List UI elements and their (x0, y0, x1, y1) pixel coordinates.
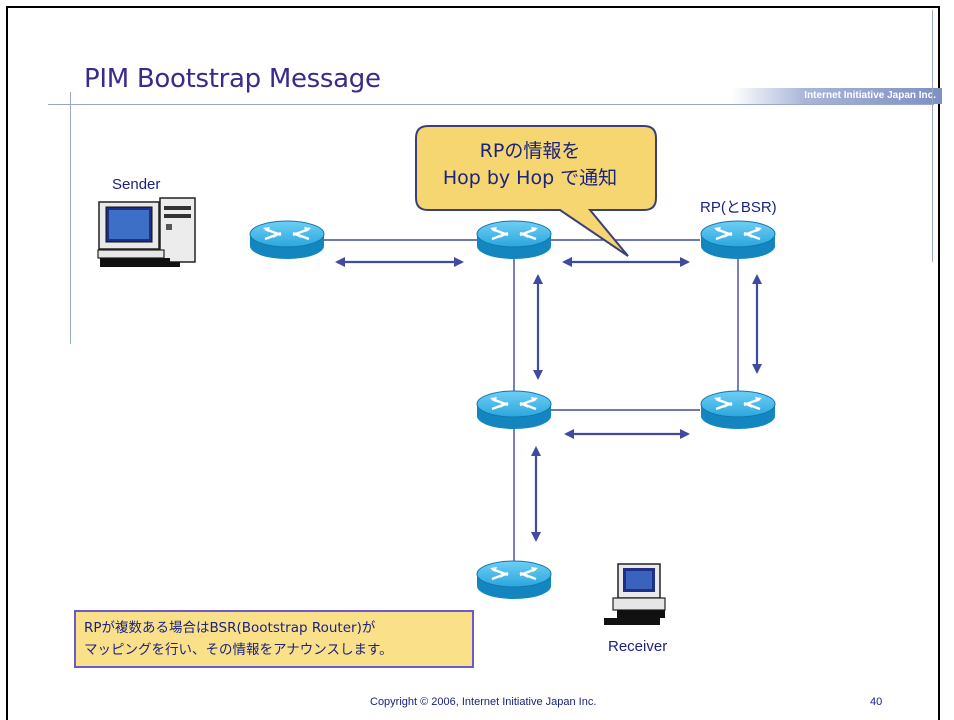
note-line-1: RPが複数ある場合はBSR(Bootstrap Router)が (84, 620, 376, 636)
sender-computer-icon (97, 197, 196, 267)
note-line-2: マッピングを行い、その情報をアナウンスします。 (84, 642, 393, 658)
router-center-top (475, 219, 553, 261)
receiver-computer-icon (604, 563, 666, 625)
callout-line-1: RPの情報を (479, 140, 581, 162)
callout-bubble (415, 125, 657, 257)
bsr-note: RPが複数ある場合はBSR(Bootstrap Router)が マッピングを行… (74, 610, 474, 668)
router-sender-edge (248, 219, 326, 261)
router-receiver-edge (475, 559, 553, 601)
bootstrap-arrows (335, 257, 762, 542)
company-banner: Internet Initiative Japan Inc. (732, 88, 942, 104)
router-rp (699, 219, 777, 261)
callout-line-2: Hop by Hop で通知 (442, 167, 618, 189)
right-guide-line (932, 10, 933, 262)
sender-label: Sender (112, 176, 161, 193)
slide-title: PIM Bootstrap Message (84, 64, 381, 94)
title-underline (48, 104, 934, 105)
callout-text: RPの情報を Hop by Hop で通知 (412, 138, 648, 192)
router-right-middle (699, 389, 777, 431)
copyright-footer: Copyright © 2006, Internet Initiative Ja… (370, 696, 597, 708)
page-number: 40 (870, 696, 883, 708)
rp-label: RP(とBSR) (700, 199, 777, 216)
links (324, 239, 739, 568)
router-center-middle (475, 389, 553, 431)
receiver-label: Receiver (608, 638, 668, 655)
left-guide-line (70, 92, 71, 344)
